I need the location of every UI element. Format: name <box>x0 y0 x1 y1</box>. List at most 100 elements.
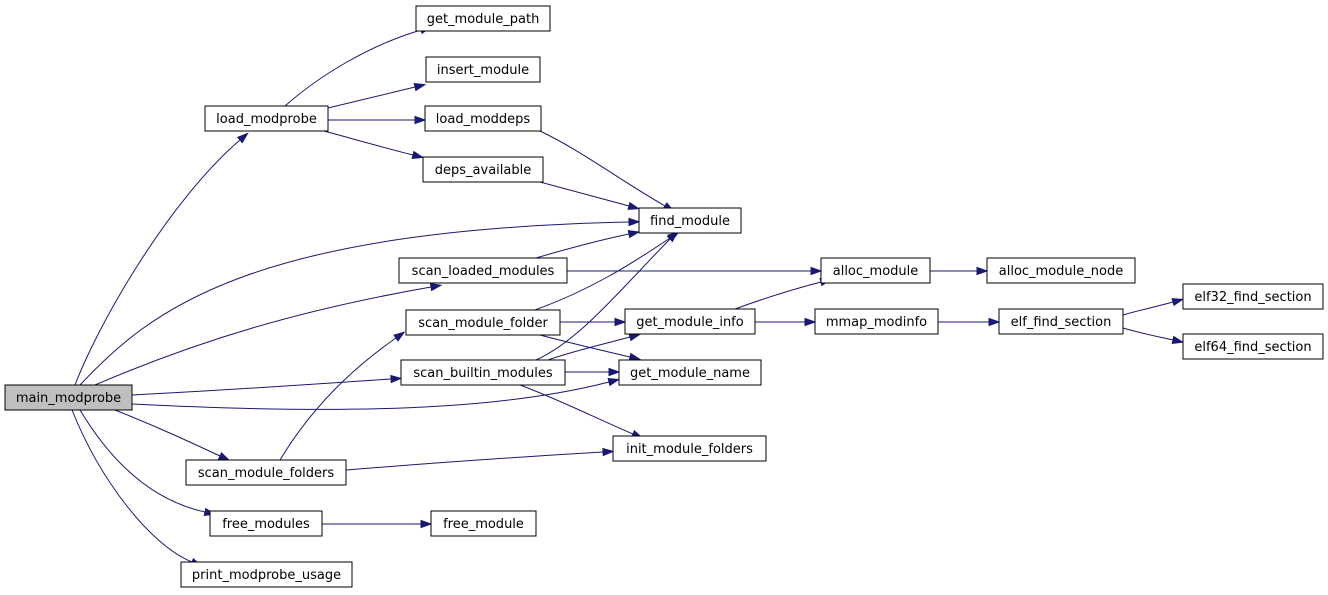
node-get-module-name[interactable]: get_module_name <box>618 359 762 386</box>
node-label: main_modprobe <box>16 391 121 406</box>
edge-arrowhead <box>413 83 427 92</box>
node-print-modprobe-usage[interactable]: print_modprobe_usage <box>180 561 353 588</box>
node-label: elf32_find_section <box>1194 290 1311 305</box>
edge-arrowhead <box>420 519 433 529</box>
edge-arrowhead <box>602 447 615 457</box>
node-scan-module-folders[interactable]: scan_module_folders <box>185 459 347 486</box>
edge-line <box>284 29 422 107</box>
edge-deps_available-to-find_module <box>539 181 641 210</box>
node-elf-find-section[interactable]: elf_find_section <box>998 308 1124 335</box>
node-label: load_moddeps <box>436 112 531 127</box>
node-label: get_module_path <box>427 12 540 27</box>
edge-scan_builtin_modules-to-get_module_name <box>565 367 621 377</box>
node-label: scan_module_folder <box>418 316 548 331</box>
node-label: load_modprobe <box>216 112 317 127</box>
edge-line <box>71 409 193 563</box>
edge-main_modprobe-to-scan_module_folders <box>114 409 231 461</box>
edge-line <box>79 409 206 513</box>
edge-line <box>131 378 392 396</box>
edge-scan_module_folders-to-init_module_folders <box>345 447 615 471</box>
node-main-modprobe[interactable]: main_modprobe <box>4 384 133 411</box>
node-box <box>986 257 1136 284</box>
node-alloc-module[interactable]: alloc_module <box>820 257 931 284</box>
edge-arrowhead <box>804 317 817 327</box>
edge-elf_find_section-to-elf32_find_section <box>1122 298 1185 316</box>
node-box <box>425 56 541 83</box>
edge-free_modules-to-free_module <box>322 519 433 529</box>
edge-line <box>94 286 432 386</box>
node-get-module-path[interactable]: get_module_path <box>415 5 551 32</box>
node-box <box>4 384 133 411</box>
nodes-layer: main_modprobe load_modprobe get_module_pat… <box>4 5 1324 588</box>
edge-load_modprobe-to-insert_module <box>327 83 427 109</box>
node-load-moddeps[interactable]: load_moddeps <box>424 105 542 132</box>
node-load-modprobe[interactable]: load_modprobe <box>204 105 329 132</box>
node-scan-builtin-modules[interactable]: scan_builtin_modules <box>400 359 566 386</box>
node-find-module[interactable]: find_module <box>638 207 742 234</box>
edge-line <box>114 409 221 457</box>
node-insert-module[interactable]: insert_module <box>425 56 541 83</box>
edge-arrowhead <box>1171 298 1185 307</box>
edge-arrowhead <box>988 317 1001 327</box>
node-label: scan_builtin_modules <box>413 366 553 381</box>
node-label: mmap_modinfo <box>826 315 927 330</box>
node-scan-loaded-modules[interactable]: scan_loaded_modules <box>398 257 568 284</box>
node-box <box>415 5 551 32</box>
edge-load_moddeps-to-find_module <box>539 130 675 212</box>
node-get-module-info[interactable]: get_module_info <box>624 308 756 335</box>
edges-layer <box>71 26 1185 567</box>
edge-arrowhead <box>411 150 425 159</box>
edge-arrowhead <box>628 333 642 342</box>
node-box <box>180 561 353 588</box>
edge-elf_find_section-to-elf64_find_section <box>1122 327 1185 344</box>
node-label: alloc_module_node <box>999 264 1123 279</box>
edge-arrowhead <box>390 374 403 384</box>
node-label: init_module_folders <box>626 442 753 457</box>
node-free-module[interactable]: free_module <box>430 510 537 537</box>
node-box <box>209 510 323 537</box>
node-label: scan_module_folders <box>198 466 335 481</box>
edge-get_module_info-to-alloc_module <box>734 278 833 310</box>
node-deps-available[interactable]: deps_available <box>422 156 544 183</box>
edge-arrowhead <box>236 132 249 144</box>
edge-line <box>327 86 416 109</box>
edge-line <box>539 130 666 207</box>
edge-arrowhead <box>393 331 406 342</box>
node-alloc-module-node[interactable]: alloc_module_node <box>986 257 1136 284</box>
node-box <box>400 359 566 386</box>
node-box <box>612 435 767 462</box>
node-label: free_modules <box>222 517 310 532</box>
node-box <box>185 459 347 486</box>
edge-line <box>547 336 631 361</box>
edge-scan_builtin_modules-to-init_module_folders <box>519 384 644 439</box>
node-label: elf_find_section <box>1011 315 1112 330</box>
node-box <box>1182 333 1324 360</box>
edge-scan_loaded_modules-to-alloc_module <box>567 266 823 276</box>
node-box <box>638 207 742 234</box>
edge-scan_loaded_modules-to-find_module <box>535 229 641 259</box>
edge-main_modprobe-to-find_module <box>79 217 641 386</box>
node-label: get_module_info <box>636 315 743 330</box>
node-elf64-find-section[interactable]: elf64_find_section <box>1182 333 1324 360</box>
node-elf32-find-section[interactable]: elf32_find_section <box>1182 283 1324 310</box>
edge-arrowhead <box>976 266 989 276</box>
node-box <box>814 308 939 335</box>
node-mmap-modinfo[interactable]: mmap_modinfo <box>814 308 939 335</box>
edge-main_modprobe-to-print_modprobe_usage <box>71 409 203 567</box>
node-label: alloc_module <box>833 264 919 279</box>
edge-load_modprobe-to-deps_available <box>323 130 425 159</box>
node-init-module-folders[interactable]: init_module_folders <box>612 435 767 462</box>
edge-get_module_info-to-mmap_modinfo <box>755 317 817 327</box>
edge-arrowhead <box>607 378 621 387</box>
node-box <box>430 510 537 537</box>
node-box <box>998 308 1124 335</box>
node-box <box>624 308 756 335</box>
node-free-modules[interactable]: free_modules <box>209 510 323 537</box>
edge-arrowhead <box>810 266 823 276</box>
node-scan-module-folder[interactable]: scan_module_folder <box>405 309 561 336</box>
node-box <box>405 309 561 336</box>
edge-line <box>535 238 671 361</box>
edge-line <box>535 233 630 259</box>
node-box <box>398 257 568 284</box>
node-box <box>204 105 329 132</box>
